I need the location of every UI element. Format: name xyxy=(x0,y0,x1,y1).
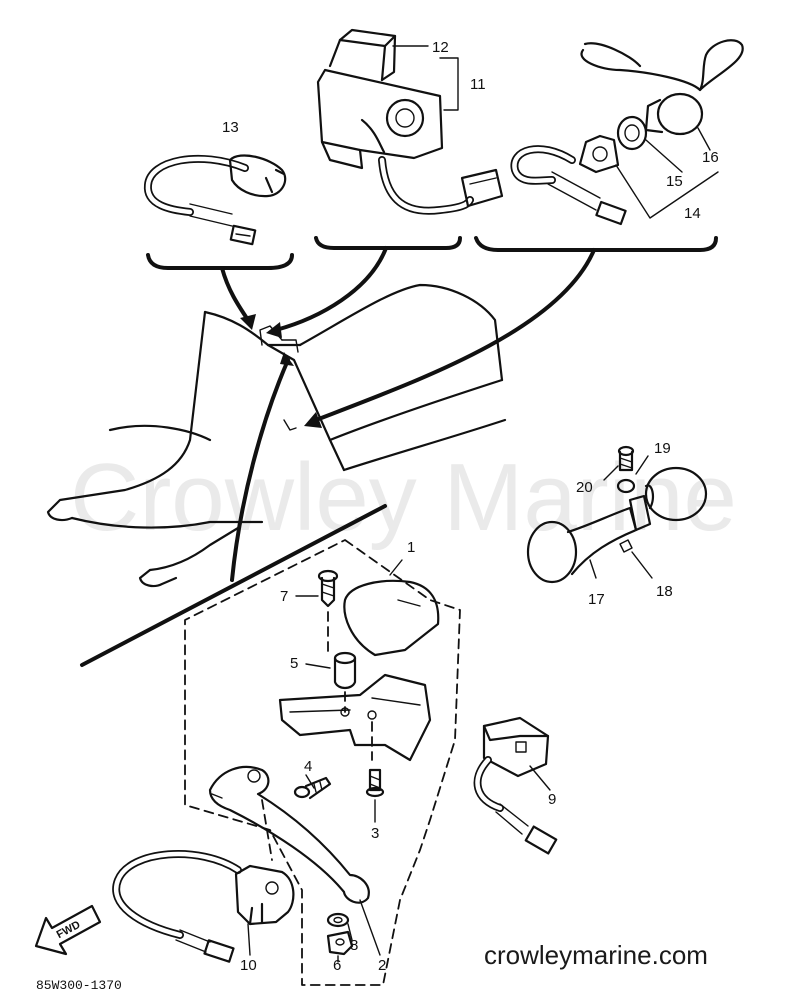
part-13-switch xyxy=(143,154,287,246)
website-text: crowleymarine.com xyxy=(484,940,708,970)
leader-11 xyxy=(439,57,459,111)
part-9-connector xyxy=(473,716,558,855)
part-3-bolt xyxy=(365,768,385,798)
part-5-collar xyxy=(333,651,357,713)
part-7-screw xyxy=(317,569,339,656)
leader-16 xyxy=(697,127,711,151)
callout-11: 11 xyxy=(470,76,486,93)
callout-12: 12 xyxy=(432,39,449,56)
switch-cover xyxy=(343,579,440,657)
part-4-screw xyxy=(293,776,332,800)
leader-15 xyxy=(645,139,683,173)
drawing-code: 85W300-1370 xyxy=(36,978,122,993)
part-17-horn xyxy=(526,466,708,584)
callout-10: 10 xyxy=(240,957,257,974)
part-14-main-switch xyxy=(510,39,744,226)
part-10-brake-switch xyxy=(112,850,295,963)
callout-6: 6 xyxy=(333,957,342,974)
part-2-lever xyxy=(208,765,370,904)
lever-bracket xyxy=(278,673,432,762)
part-6-nut xyxy=(326,930,354,956)
callout-17: 17 xyxy=(588,591,605,608)
bracket-middle xyxy=(314,236,462,250)
leader-20 xyxy=(603,465,619,481)
assembly-box-part-1 xyxy=(184,539,461,986)
callout-2: 2 xyxy=(378,957,387,974)
callout-3: 3 xyxy=(371,825,380,842)
callout-13: 13 xyxy=(222,119,239,136)
part-20-bolt xyxy=(617,445,635,472)
watermark-text: Crowley Marine xyxy=(70,444,737,551)
arrow-left xyxy=(220,266,250,322)
callout-20: 20 xyxy=(576,479,593,496)
bracket-right xyxy=(474,236,718,252)
leader-17 xyxy=(589,559,597,579)
leader-1 xyxy=(389,559,403,576)
callout-19: 19 xyxy=(654,440,671,457)
part-8-washer xyxy=(326,912,350,928)
leader-8 xyxy=(347,923,353,941)
harness-wire xyxy=(230,358,290,582)
callout-1: 1 xyxy=(407,539,416,556)
callout-4: 4 xyxy=(304,758,313,775)
bracket-left xyxy=(146,253,294,270)
part-19-washer xyxy=(616,478,636,494)
leader-19 xyxy=(635,455,649,475)
callout-9: 9 xyxy=(548,791,557,808)
callout-8: 8 xyxy=(350,937,359,954)
arrow-right xyxy=(314,248,596,422)
callout-5: 5 xyxy=(290,655,299,672)
part-18-nut xyxy=(619,539,633,553)
leader-4 xyxy=(305,774,315,789)
callout-16: 16 xyxy=(702,149,719,166)
snowmobile-outline xyxy=(46,283,507,588)
leader-18 xyxy=(631,551,653,579)
callout-7: 7 xyxy=(280,588,289,605)
callout-14: 14 xyxy=(684,205,701,222)
leader-9 xyxy=(529,765,551,791)
section-divider xyxy=(80,504,387,667)
leader-5 xyxy=(305,663,331,669)
leader-10 xyxy=(247,923,251,956)
leader-2 xyxy=(359,899,381,956)
arrow-middle xyxy=(274,246,388,332)
callout-18: 18 xyxy=(656,583,673,600)
part-11-bracket xyxy=(316,28,504,215)
fwd-arrow-icon xyxy=(34,904,102,956)
leader-14 xyxy=(615,164,719,219)
callout-15: 15 xyxy=(666,173,683,190)
